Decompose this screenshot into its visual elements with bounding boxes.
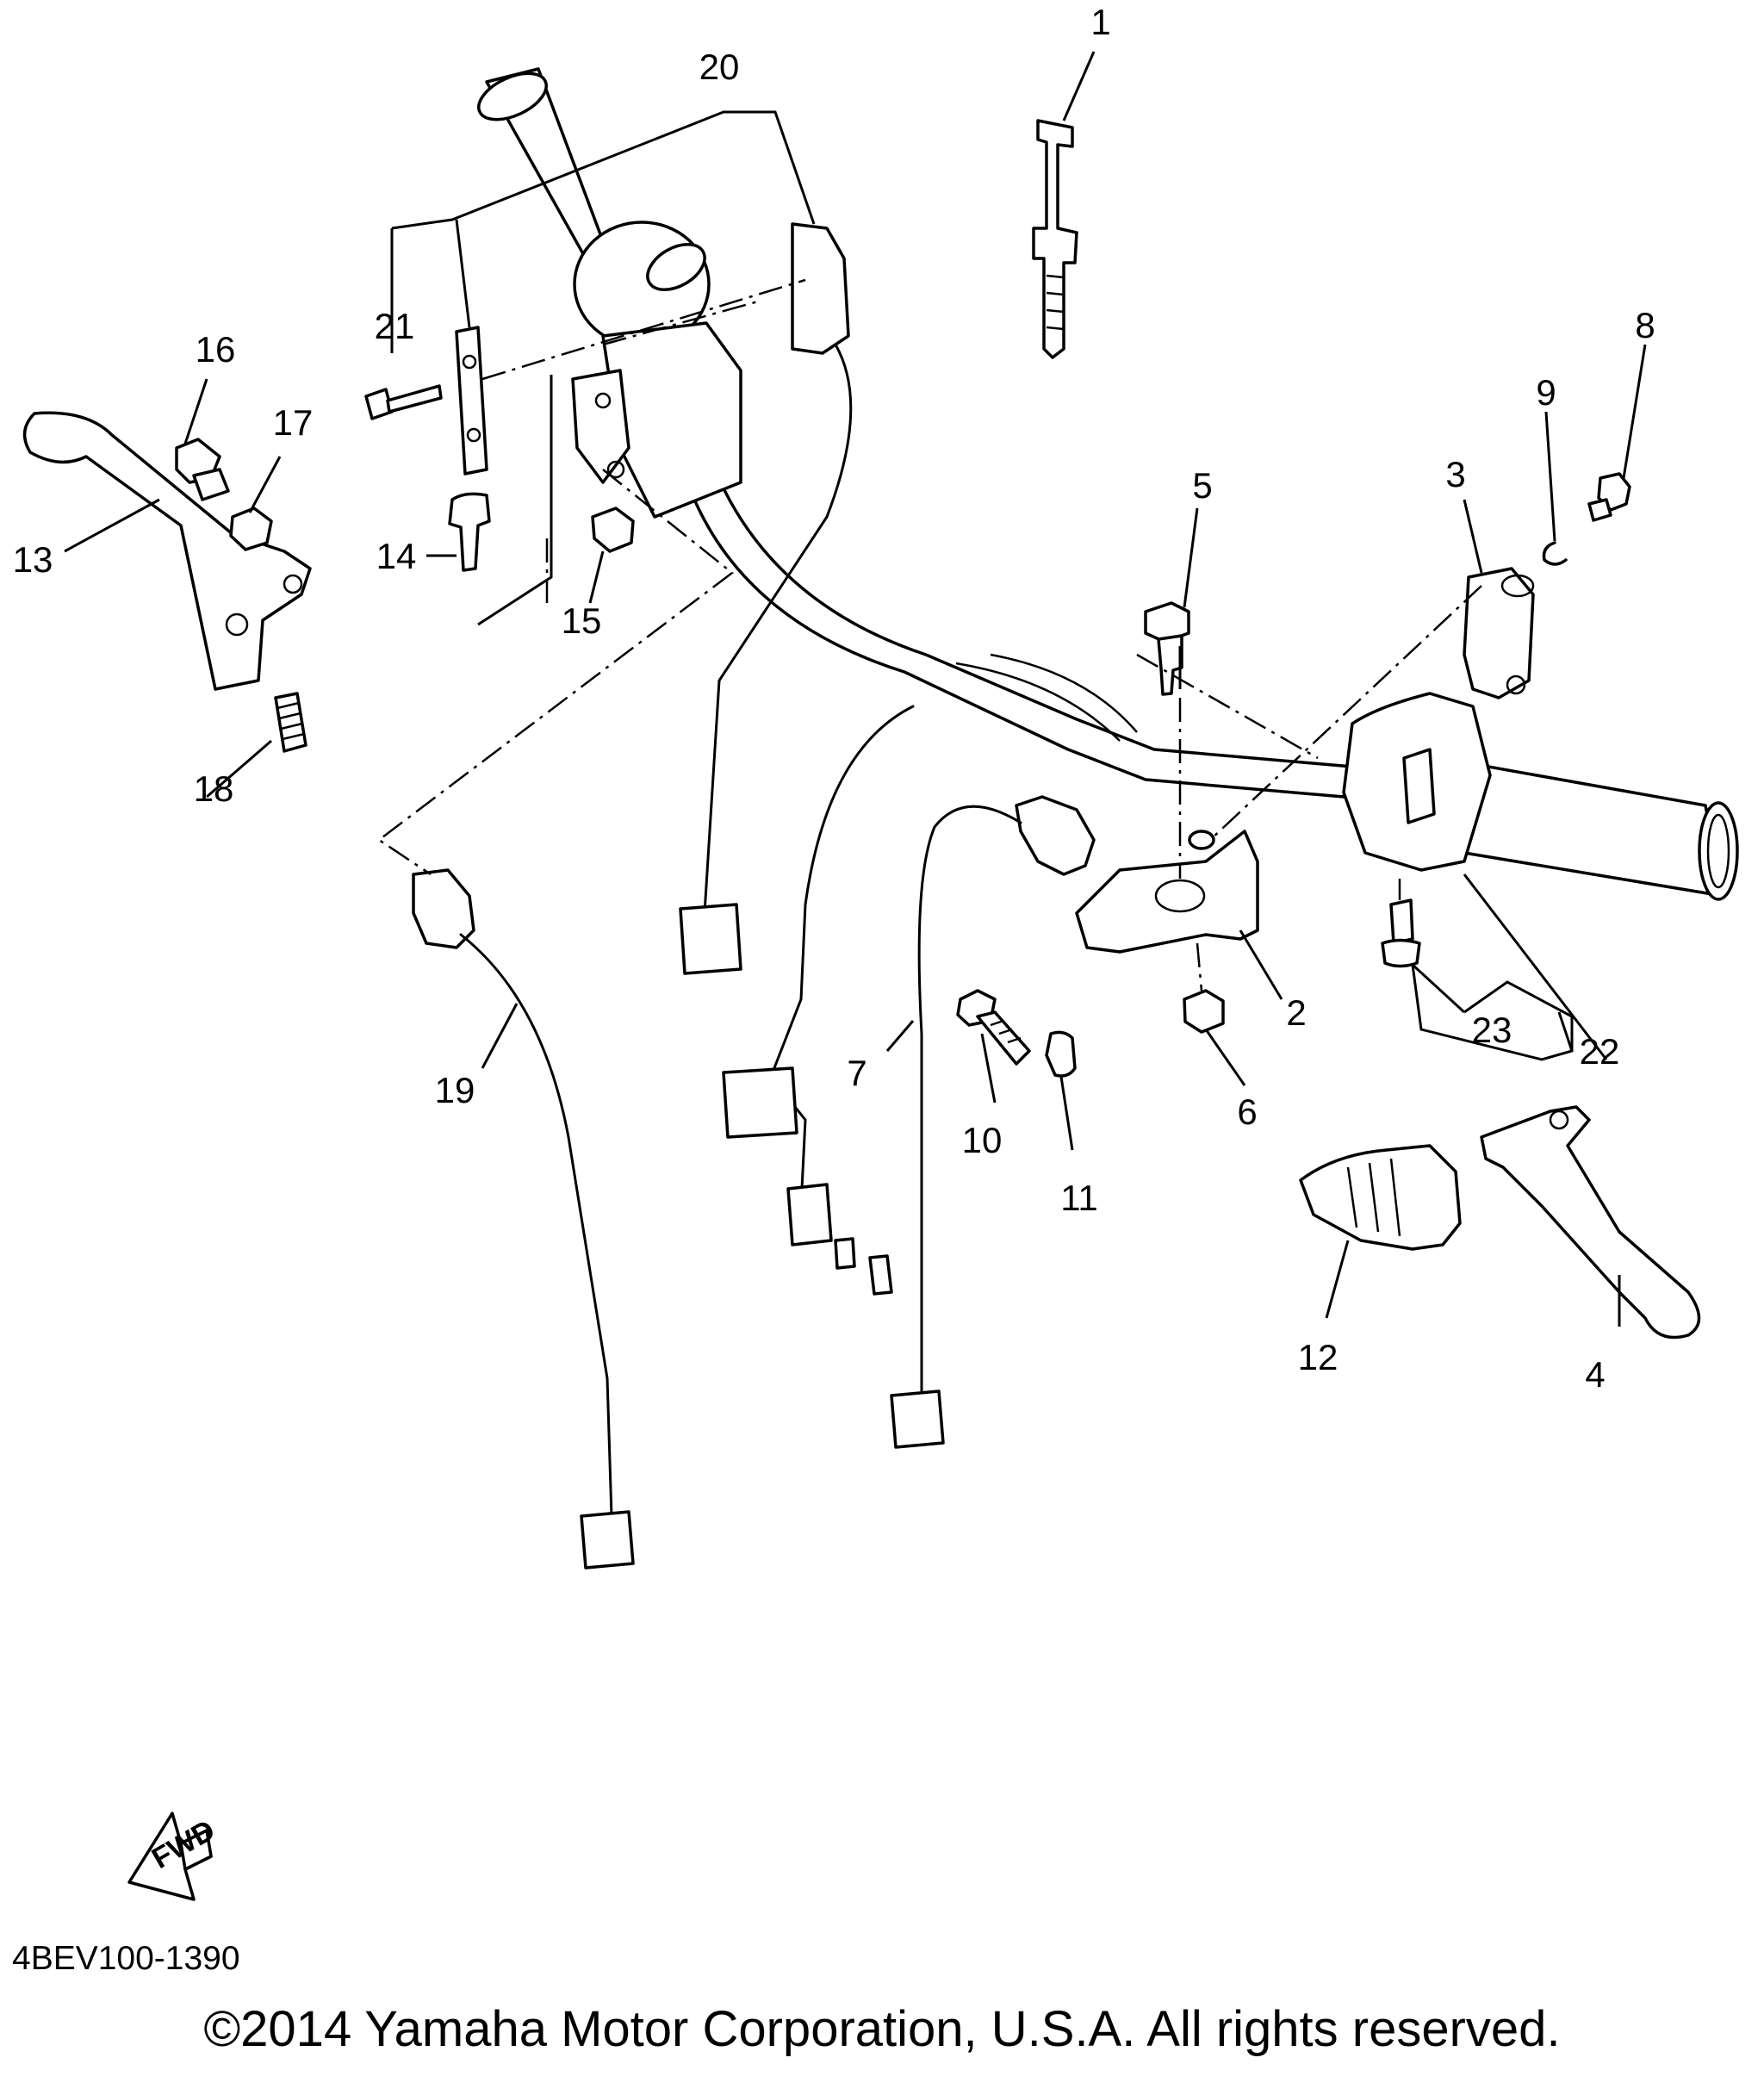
bolt (1587, 472, 1631, 522)
callout-labels: 1 2 3 4 5 6 7 8 9 10 11 12 13 14 15 16 1… (13, 2, 1655, 1395)
callout-2: 2 (1286, 992, 1306, 1033)
connector (580, 1510, 635, 1570)
clutch-lever (22, 411, 312, 691)
callout-1: 1 (1090, 2, 1110, 42)
leader-lines (64, 51, 1647, 1327)
callout-18: 18 (194, 768, 234, 809)
callout-22: 22 (1580, 1031, 1620, 1072)
callout-14: 14 (376, 536, 417, 576)
wiring-harness (769, 705, 915, 1208)
left-handlebar-switch (571, 221, 850, 519)
circlip (1542, 541, 1568, 566)
bullet-connector (868, 1254, 893, 1296)
connector (722, 1066, 798, 1139)
bolt (175, 438, 230, 501)
nut (591, 507, 635, 553)
callout-16: 16 (196, 329, 236, 370)
callout-23: 23 (1472, 1010, 1512, 1050)
callout-12: 12 (1298, 1337, 1339, 1377)
nut (1183, 989, 1225, 1034)
left-switch-clamp (455, 326, 488, 476)
callout-11: 11 (1060, 1178, 1098, 1218)
callout-17: 17 (273, 402, 314, 443)
callout-10: 10 (962, 1120, 1003, 1160)
callout-15: 15 (562, 600, 602, 641)
front-brake-switch (412, 868, 613, 1518)
callout-9: 9 (1536, 372, 1556, 413)
brake-lever (1480, 1105, 1701, 1340)
bullet-connector (834, 1237, 856, 1270)
callout-4: 4 (1585, 1354, 1605, 1395)
spring (274, 692, 307, 753)
clutch-switch-bracket (1075, 830, 1259, 954)
brake-master-holder (1299, 1144, 1462, 1251)
cable-adjuster (956, 989, 1031, 1066)
callout-19: 19 (435, 1070, 475, 1110)
callout-21: 21 (375, 306, 415, 346)
locknut (1045, 1030, 1077, 1078)
callout-5: 5 (1192, 465, 1212, 506)
screw (1381, 898, 1421, 968)
callout-8: 8 (1635, 305, 1655, 345)
callout-3: 3 (1445, 454, 1465, 494)
connector (786, 1183, 833, 1246)
connector (679, 903, 742, 975)
clutch-switch (917, 795, 1096, 1414)
bolt (1144, 601, 1190, 696)
cable-tie (1032, 119, 1078, 359)
callout-13: 13 (13, 539, 53, 580)
callout-20: 20 (699, 47, 740, 87)
callout-7: 7 (847, 1053, 866, 1093)
nut (229, 507, 273, 551)
diagram-code: 4BEV100-1390 (12, 1940, 240, 1977)
screw (364, 384, 443, 420)
left-switch-wire (703, 343, 853, 915)
alignment-lines (376, 278, 1482, 992)
handlebar (477, 67, 1739, 901)
connector (890, 1389, 945, 1449)
lever-holder (1463, 567, 1535, 699)
fwd-arrow-icon: FWD (127, 1812, 220, 1901)
right-handlebar-switch (1342, 692, 1492, 872)
bolt (448, 492, 491, 572)
copyright-notice: ©2014 Yamaha Motor Corporation, U.S.A. A… (203, 2001, 1561, 2057)
callout-6: 6 (1237, 1091, 1257, 1132)
